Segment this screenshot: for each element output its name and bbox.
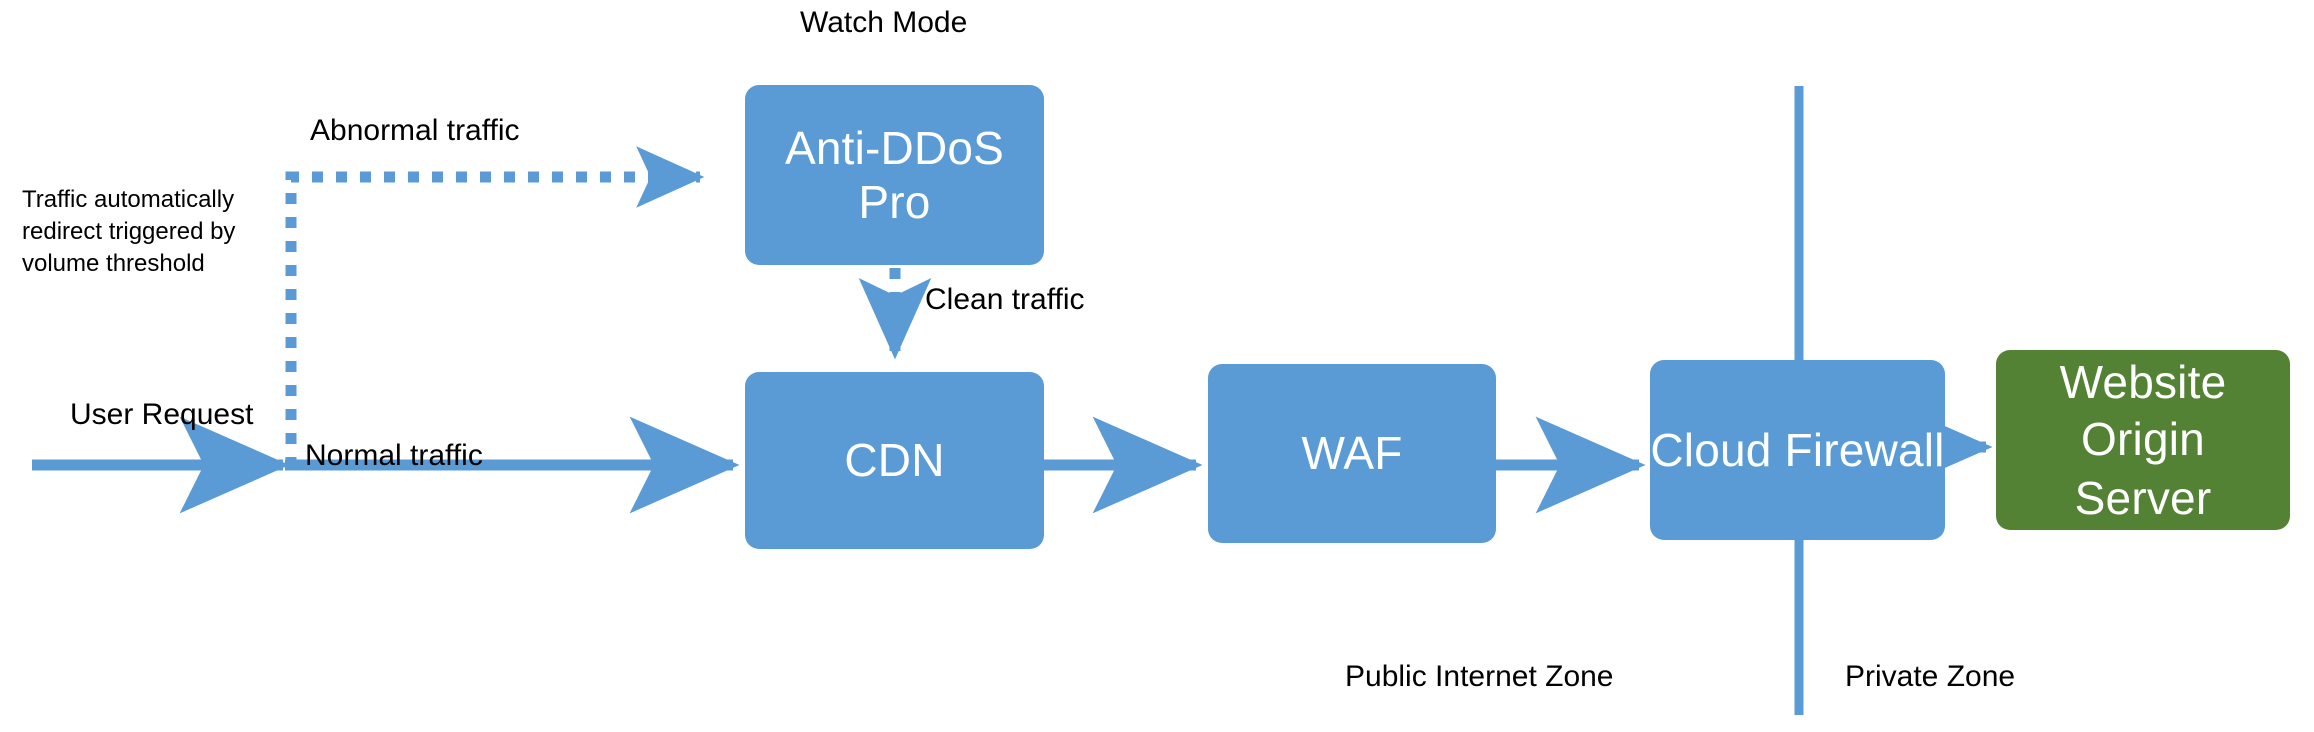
node-website-origin-server-line1: Website [2059, 355, 2227, 408]
node-cdn[interactable]: CDN [745, 372, 1044, 549]
node-website-origin-server-line3: Server [2074, 471, 2212, 524]
label-redirect-note: Traffic automatically redirect triggered… [22, 186, 236, 277]
connector-abnormal-traffic [285, 146, 705, 468]
label-clean-traffic: Clean traffic [925, 283, 1085, 316]
node-website-origin-server-line2: Origin [2081, 412, 2205, 465]
label-public-internet-zone: Public Internet Zone [1345, 660, 1614, 693]
label-private-zone: Private Zone [1845, 660, 2016, 693]
node-website-origin-server[interactable]: Website Origin Server [1996, 350, 2290, 530]
node-cdn-label: CDN [844, 434, 945, 487]
node-anti-ddos-pro-label: Anti-DDoS Pro [784, 121, 1005, 228]
node-anti-ddos-pro[interactable]: Anti-DDoS Pro [745, 85, 1044, 265]
label-normal-traffic: Normal traffic [305, 439, 483, 472]
node-cloud-firewall-label: Cloud Firewall [1650, 423, 1945, 476]
label-abnormal-traffic: Abnormal traffic [310, 114, 520, 147]
label-watch-mode: Watch Mode [800, 6, 968, 39]
node-waf-label: WAF [1301, 427, 1403, 480]
node-waf[interactable]: WAF [1208, 364, 1496, 543]
label-user-request: User Request [70, 398, 254, 431]
node-cloud-firewall[interactable]: Cloud Firewall [1650, 360, 1945, 540]
